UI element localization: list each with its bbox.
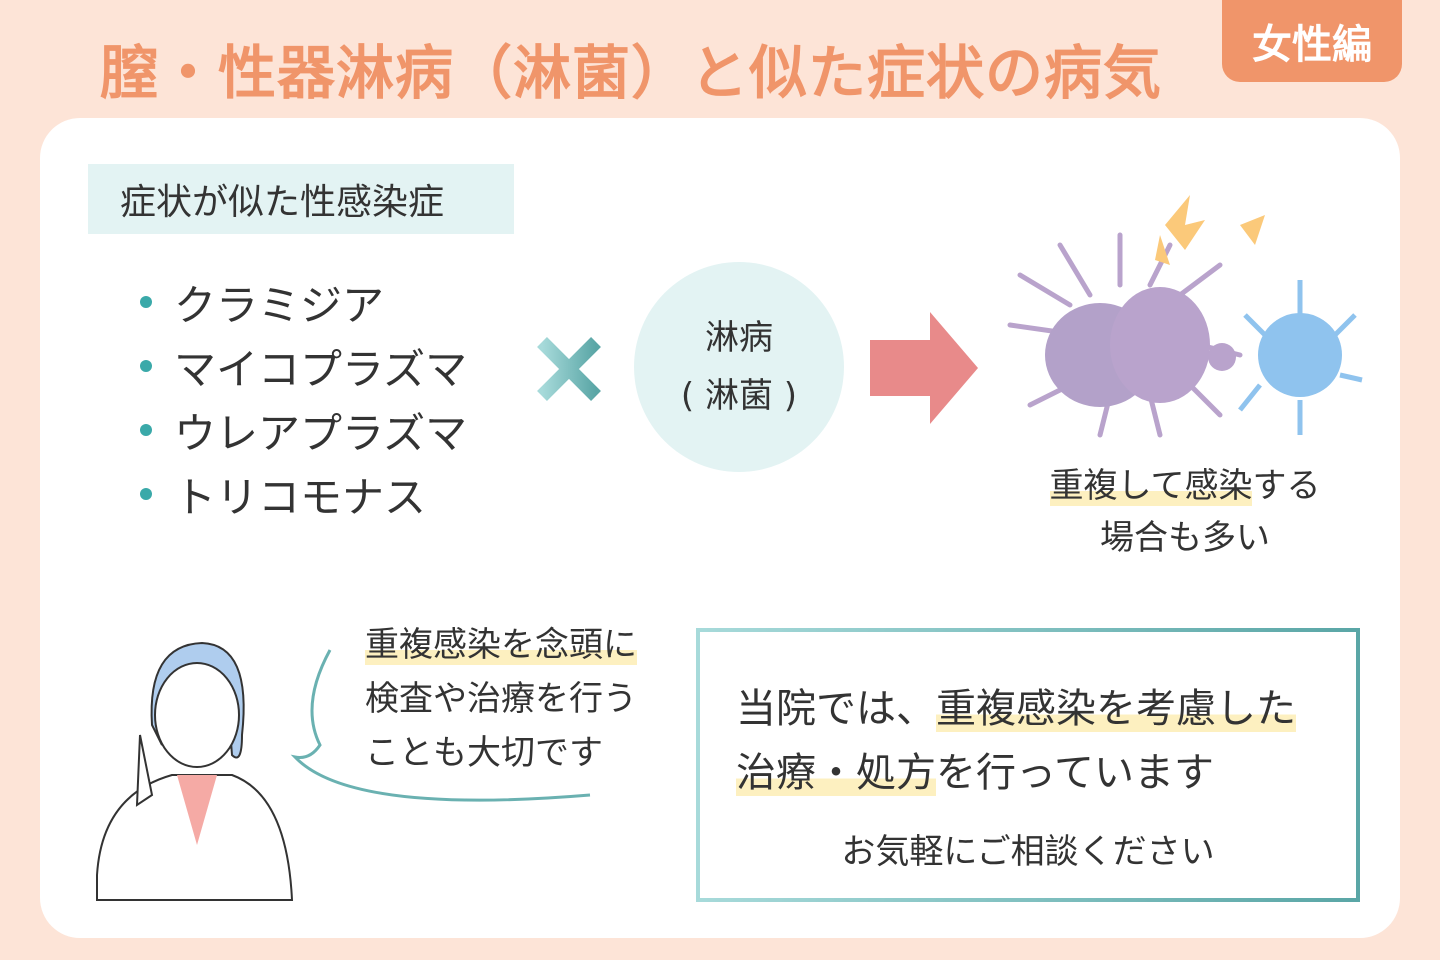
bullet-icon bbox=[140, 488, 152, 500]
gonorrhea-circle: 淋病( 淋菌 ) bbox=[634, 262, 844, 472]
overlap-caption: 重複して感染する場合も多い bbox=[1049, 466, 1321, 558]
list-item: マイコプラズマ bbox=[140, 334, 467, 398]
bullet-icon bbox=[140, 360, 152, 372]
speech-line bbox=[290, 649, 591, 802]
germs-illustration bbox=[1007, 195, 1363, 438]
section-label: 症状が似た性感染症 bbox=[88, 164, 514, 234]
consult-text: お気軽にご相談ください bbox=[841, 832, 1215, 872]
multiply-icon bbox=[537, 337, 601, 401]
list-item: ウレアプラズマ bbox=[140, 398, 467, 462]
doctor-speech: 重複感染を念頭に検査や治療を行うことも大切です bbox=[365, 625, 637, 773]
female-badge: 女性編 bbox=[1222, 0, 1402, 82]
list-item: トリコモナス bbox=[140, 462, 467, 526]
list-item: クラミジア bbox=[140, 270, 467, 334]
arrow-right-icon bbox=[870, 312, 978, 424]
bullet-icon bbox=[140, 424, 152, 436]
clinic-notice-box: 当院では、重複感染を考慮した 治療・処方を行っています お気軽にご相談ください bbox=[696, 628, 1360, 902]
page-title: 膣・性器淋病（淋菌）と似た症状の病気 bbox=[100, 39, 1163, 107]
doctor-illustration bbox=[96, 641, 294, 901]
disease-list: クラミジア マイコプラズマ ウレアプラズマ トリコモナス bbox=[140, 270, 467, 526]
bullet-icon bbox=[140, 296, 152, 308]
